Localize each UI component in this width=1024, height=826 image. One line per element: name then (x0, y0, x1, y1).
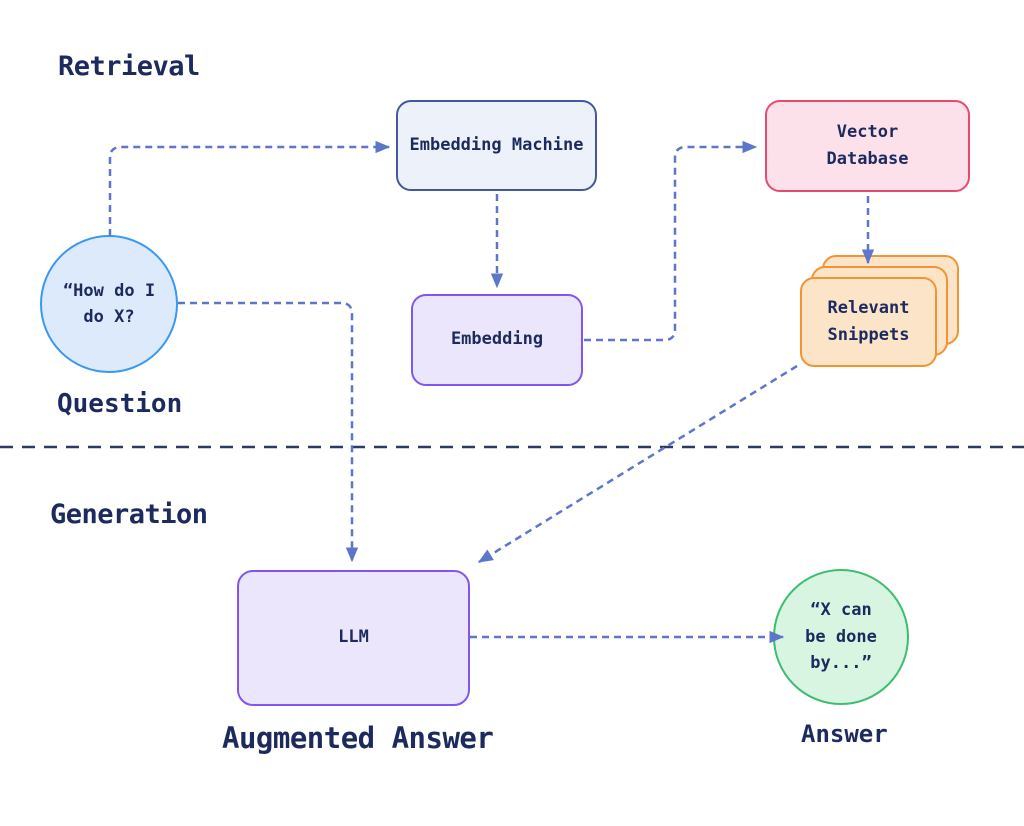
connector-snippets-to-llm (477, 364, 798, 564)
connector-embedding-to-vector-database (584, 140, 758, 342)
question-node: “How do I do X? (40, 235, 178, 373)
augmented-answer-caption: Augmented Answer (222, 721, 494, 755)
answer-caption: Answer (801, 720, 888, 748)
question-caption: Question (57, 389, 183, 419)
embedding-machine-node: Embedding Machine (396, 100, 597, 191)
section-title-retrieval: Retrieval (58, 51, 200, 82)
llm-node: LLM (237, 570, 470, 706)
relevant-snippets-node: Relevant Snippets (800, 277, 937, 367)
answer-node: “X can be done by...” (773, 569, 909, 705)
connector-question-to-embedding-machine (108, 140, 391, 236)
vector-database-node: Vector Database (765, 100, 970, 192)
section-title-generation: Generation (50, 499, 208, 530)
embedding-node: Embedding (411, 294, 583, 386)
